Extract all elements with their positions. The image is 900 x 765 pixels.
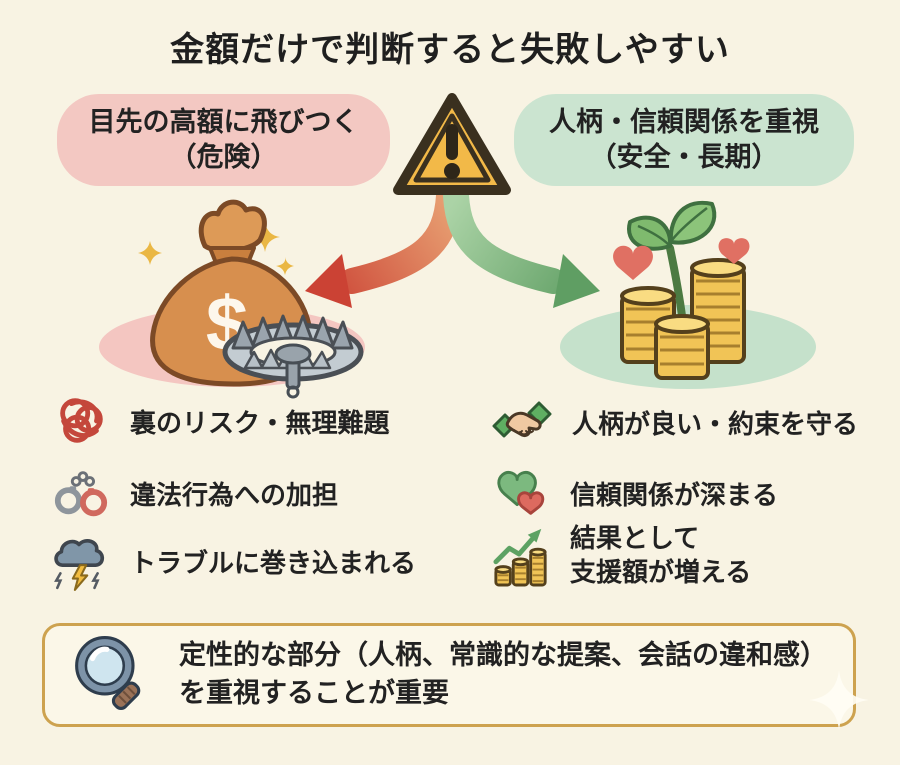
danger-label-line2: （危険） [169, 142, 278, 172]
magnifier-icon [75, 636, 141, 710]
two-hearts-icon [497, 471, 545, 515]
list-item-label: 信頼関係が深まる [570, 479, 779, 510]
list-item-line2: 支援額が増える [570, 556, 752, 587]
money-bag-illustration: $ [99, 199, 365, 387]
list-item-label: 裏のリスク・無理難題 [130, 407, 390, 438]
warning-triangle-icon [393, 93, 511, 195]
list-item-line1: 結果として [570, 523, 700, 553]
list-item: 信頼関係が深まる [492, 464, 778, 522]
sprout-illustration [627, 200, 717, 358]
growth-chart-icon [493, 528, 547, 587]
list-item-label: 違法行為への加担 [130, 479, 339, 510]
sparkle-icon [809, 670, 869, 730]
safe-label-line1: 人柄・信頼関係を重視 [549, 107, 819, 138]
heart-icon [613, 245, 653, 280]
sparkle-icon [276, 257, 294, 275]
list-item: トラブルに巻き込まれる [48, 530, 416, 592]
conclusion-box: 定性的な部分（人柄、常識的な提案、会話の違和感） を重視することが重要 [42, 623, 869, 730]
sparkle-icon [250, 222, 280, 252]
list-item: 違法行為への加担 [52, 464, 338, 522]
conclusion-text: 定性的な部分（人柄、常識的な提案、会話の違和感） を重視することが重要 [179, 637, 827, 713]
conclusion-line1: 定性的な部分（人柄、常識的な提案、会話の違和感） [179, 640, 827, 671]
safe-label-pill: 人柄・信頼関係を重視 （安全・長期） [514, 94, 854, 186]
tangled-thread-icon [60, 398, 103, 443]
safe-label-line2: （安全・長期） [589, 142, 779, 172]
list-item-label: 結果として 支援額が増える [570, 522, 751, 590]
handshake-icon [492, 401, 552, 438]
page-title: 金額だけで判断すると失敗しやすい [170, 31, 730, 69]
coin-stacks-illustration [560, 200, 816, 389]
list-item-label: トラブルに巻き込まれる [130, 547, 417, 578]
dollar-sign: $ [206, 282, 248, 367]
danger-label-pill: 目先の高額に飛びつく （危険） [57, 94, 390, 186]
heart-icon [718, 238, 750, 264]
list-item: 裏のリスク・無理難題 [52, 392, 389, 450]
bear-trap-illustration [222, 314, 364, 399]
sparkle-icon [138, 241, 162, 265]
list-item: 人柄が良い・約束を守る [492, 392, 858, 452]
storm-cloud-icon [54, 538, 105, 591]
safe-arrow [443, 183, 600, 308]
list-item-label: 人柄が良い・約束を守る [572, 408, 859, 439]
handcuffs-icon [54, 471, 108, 517]
danger-label-line1: 目先の高額に飛びつく [88, 107, 359, 138]
list-item: 結果として 支援額が増える [492, 522, 751, 590]
danger-arrow [305, 183, 462, 308]
conclusion-line2: を重視することが重要 [179, 678, 449, 708]
